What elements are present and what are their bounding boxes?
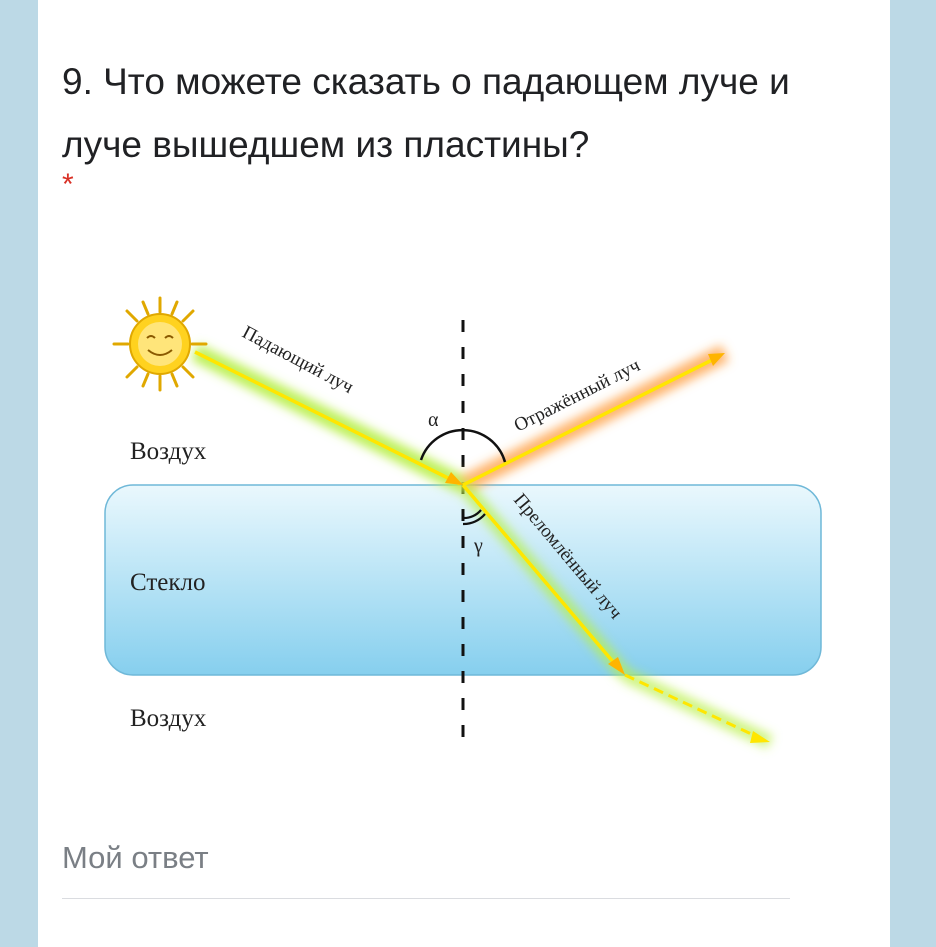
required-asterisk: * xyxy=(62,168,74,201)
question-title: 9. Что можете сказать о падающем луче и … xyxy=(62,61,790,165)
label-air-bottom: Воздух xyxy=(130,705,207,732)
label-angle-alpha: α xyxy=(428,409,439,431)
sun-icon xyxy=(112,296,208,392)
incident-arrowhead xyxy=(445,472,463,485)
angle-gamma-arc xyxy=(462,509,482,520)
exit-ray-line xyxy=(624,673,763,741)
question-card xyxy=(38,0,890,947)
label-air-top: Воздух xyxy=(130,438,207,465)
reflected-ray-line xyxy=(462,355,719,487)
answer-underline xyxy=(62,898,790,899)
label-glass: Стекло xyxy=(130,569,206,596)
answer-input[interactable]: Мой ответ xyxy=(62,840,209,875)
refracted-arrowhead xyxy=(608,657,625,675)
reflected-arrowhead xyxy=(708,353,725,366)
exit-arrowhead xyxy=(750,731,770,743)
angle-alpha-arc xyxy=(419,428,507,463)
label-angle-gamma: γ xyxy=(473,535,483,557)
refracted-ray-line xyxy=(461,483,622,672)
incident-ray-line xyxy=(194,350,461,486)
